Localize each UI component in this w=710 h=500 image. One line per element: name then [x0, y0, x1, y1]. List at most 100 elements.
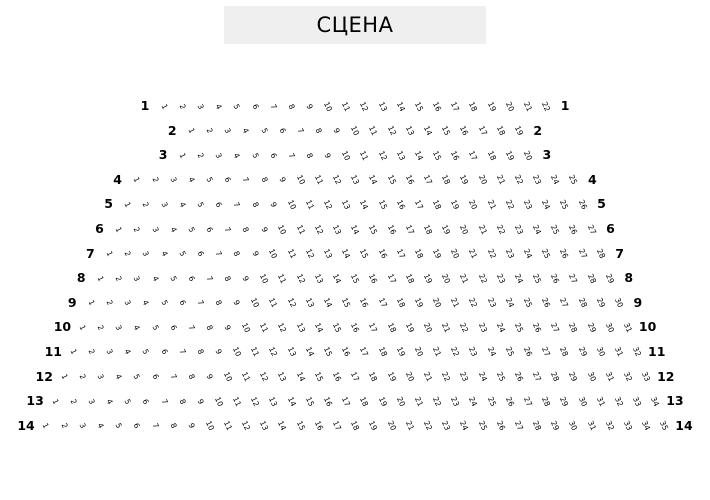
seat[interactable]: 13 [346, 168, 364, 192]
seat[interactable]: 11 [219, 414, 237, 438]
seat[interactable]: 2 [191, 143, 209, 167]
seat[interactable]: 1 [55, 365, 73, 389]
seat[interactable]: 25 [519, 291, 537, 315]
seat[interactable]: 35 [655, 414, 673, 438]
seat[interactable]: 18 [491, 119, 509, 143]
seat[interactable]: 18 [382, 316, 400, 340]
seat[interactable]: 20 [391, 389, 409, 413]
seat[interactable]: 2 [173, 94, 191, 118]
seat[interactable]: 12 [310, 217, 328, 241]
seat[interactable]: 18 [482, 143, 500, 167]
seat[interactable]: 21 [446, 291, 464, 315]
seat[interactable]: 10 [228, 340, 246, 364]
seat[interactable]: 3 [137, 242, 155, 266]
seat[interactable]: 10 [255, 266, 273, 290]
seat[interactable]: 22 [537, 94, 555, 118]
seat[interactable]: 15 [319, 340, 337, 364]
seat[interactable]: 25 [473, 414, 491, 438]
seat[interactable]: 18 [410, 242, 428, 266]
seat[interactable]: 28 [573, 291, 591, 315]
seat[interactable]: 27 [510, 414, 528, 438]
seat[interactable]: 27 [537, 340, 555, 364]
seat[interactable]: 7 [191, 291, 209, 315]
seat[interactable]: 4 [109, 365, 127, 389]
seat[interactable]: 34 [646, 389, 664, 413]
seat[interactable]: 24 [546, 168, 564, 192]
seat[interactable]: 25 [537, 242, 555, 266]
seat[interactable]: 5 [228, 94, 246, 118]
seat[interactable]: 30 [564, 414, 582, 438]
seat[interactable]: 21 [419, 365, 437, 389]
seat[interactable]: 22 [501, 193, 519, 217]
seat[interactable]: 31 [601, 365, 619, 389]
seat[interactable]: 30 [601, 316, 619, 340]
seat[interactable]: 26 [564, 217, 582, 241]
seat[interactable]: 19 [373, 389, 391, 413]
seat[interactable]: 24 [537, 193, 555, 217]
seat[interactable]: 7 [228, 193, 246, 217]
seat[interactable]: 20 [464, 193, 482, 217]
seat[interactable]: 11 [355, 143, 373, 167]
seat[interactable]: 7 [146, 414, 164, 438]
seat[interactable]: 8 [282, 94, 300, 118]
seat[interactable]: 24 [528, 217, 546, 241]
seat[interactable]: 28 [537, 389, 555, 413]
seat[interactable]: 12 [300, 242, 318, 266]
seat[interactable]: 11 [246, 340, 264, 364]
seat[interactable]: 24 [510, 266, 528, 290]
seat[interactable]: 15 [355, 242, 373, 266]
seat[interactable]: 7 [219, 217, 237, 241]
seat[interactable]: 31 [619, 316, 637, 340]
seat[interactable]: 13 [255, 414, 273, 438]
seat[interactable]: 8 [255, 168, 273, 192]
seat[interactable]: 5 [164, 266, 182, 290]
seat[interactable]: 2 [73, 365, 91, 389]
seat[interactable]: 31 [610, 340, 628, 364]
seat[interactable]: 3 [191, 94, 209, 118]
seat[interactable]: 18 [373, 340, 391, 364]
seat[interactable]: 16 [446, 143, 464, 167]
seat[interactable]: 8 [210, 291, 228, 315]
seat[interactable]: 4 [210, 94, 228, 118]
seat[interactable]: 15 [373, 193, 391, 217]
seat[interactable]: 1 [100, 242, 118, 266]
seat[interactable]: 9 [200, 365, 218, 389]
seat[interactable]: 15 [346, 266, 364, 290]
seat[interactable]: 29 [573, 340, 591, 364]
seat[interactable]: 13 [282, 340, 300, 364]
seat[interactable]: 21 [428, 340, 446, 364]
seat[interactable]: 7 [264, 94, 282, 118]
seat[interactable]: 14 [319, 291, 337, 315]
seat[interactable]: 24 [519, 242, 537, 266]
seat[interactable]: 7 [210, 242, 228, 266]
seat[interactable]: 19 [510, 119, 528, 143]
seat[interactable]: 5 [191, 193, 209, 217]
seat[interactable]: 20 [428, 291, 446, 315]
seat[interactable]: 11 [264, 291, 282, 315]
seat[interactable]: 2 [100, 291, 118, 315]
seat[interactable]: 10 [264, 242, 282, 266]
seat[interactable]: 23 [446, 389, 464, 413]
seat[interactable]: 5 [246, 143, 264, 167]
seat[interactable]: 6 [173, 291, 191, 315]
seat[interactable]: 9 [246, 242, 264, 266]
seat[interactable]: 18 [355, 389, 373, 413]
seat[interactable]: 6 [137, 389, 155, 413]
seat[interactable]: 17 [419, 168, 437, 192]
seat[interactable]: 26 [546, 266, 564, 290]
seat[interactable]: 2 [146, 168, 164, 192]
seat[interactable]: 6 [200, 217, 218, 241]
seat[interactable]: 26 [555, 242, 573, 266]
seat[interactable]: 1 [173, 143, 191, 167]
seat[interactable]: 9 [255, 217, 273, 241]
seat[interactable]: 26 [510, 365, 528, 389]
seat[interactable]: 22 [510, 168, 528, 192]
seat[interactable]: 5 [128, 365, 146, 389]
seat[interactable]: 8 [246, 193, 264, 217]
seat[interactable]: 13 [291, 316, 309, 340]
seat[interactable]: 15 [310, 365, 328, 389]
seat[interactable]: 3 [91, 365, 109, 389]
seat[interactable]: 30 [610, 291, 628, 315]
seat[interactable]: 2 [200, 119, 218, 143]
seat[interactable]: 3 [155, 193, 173, 217]
